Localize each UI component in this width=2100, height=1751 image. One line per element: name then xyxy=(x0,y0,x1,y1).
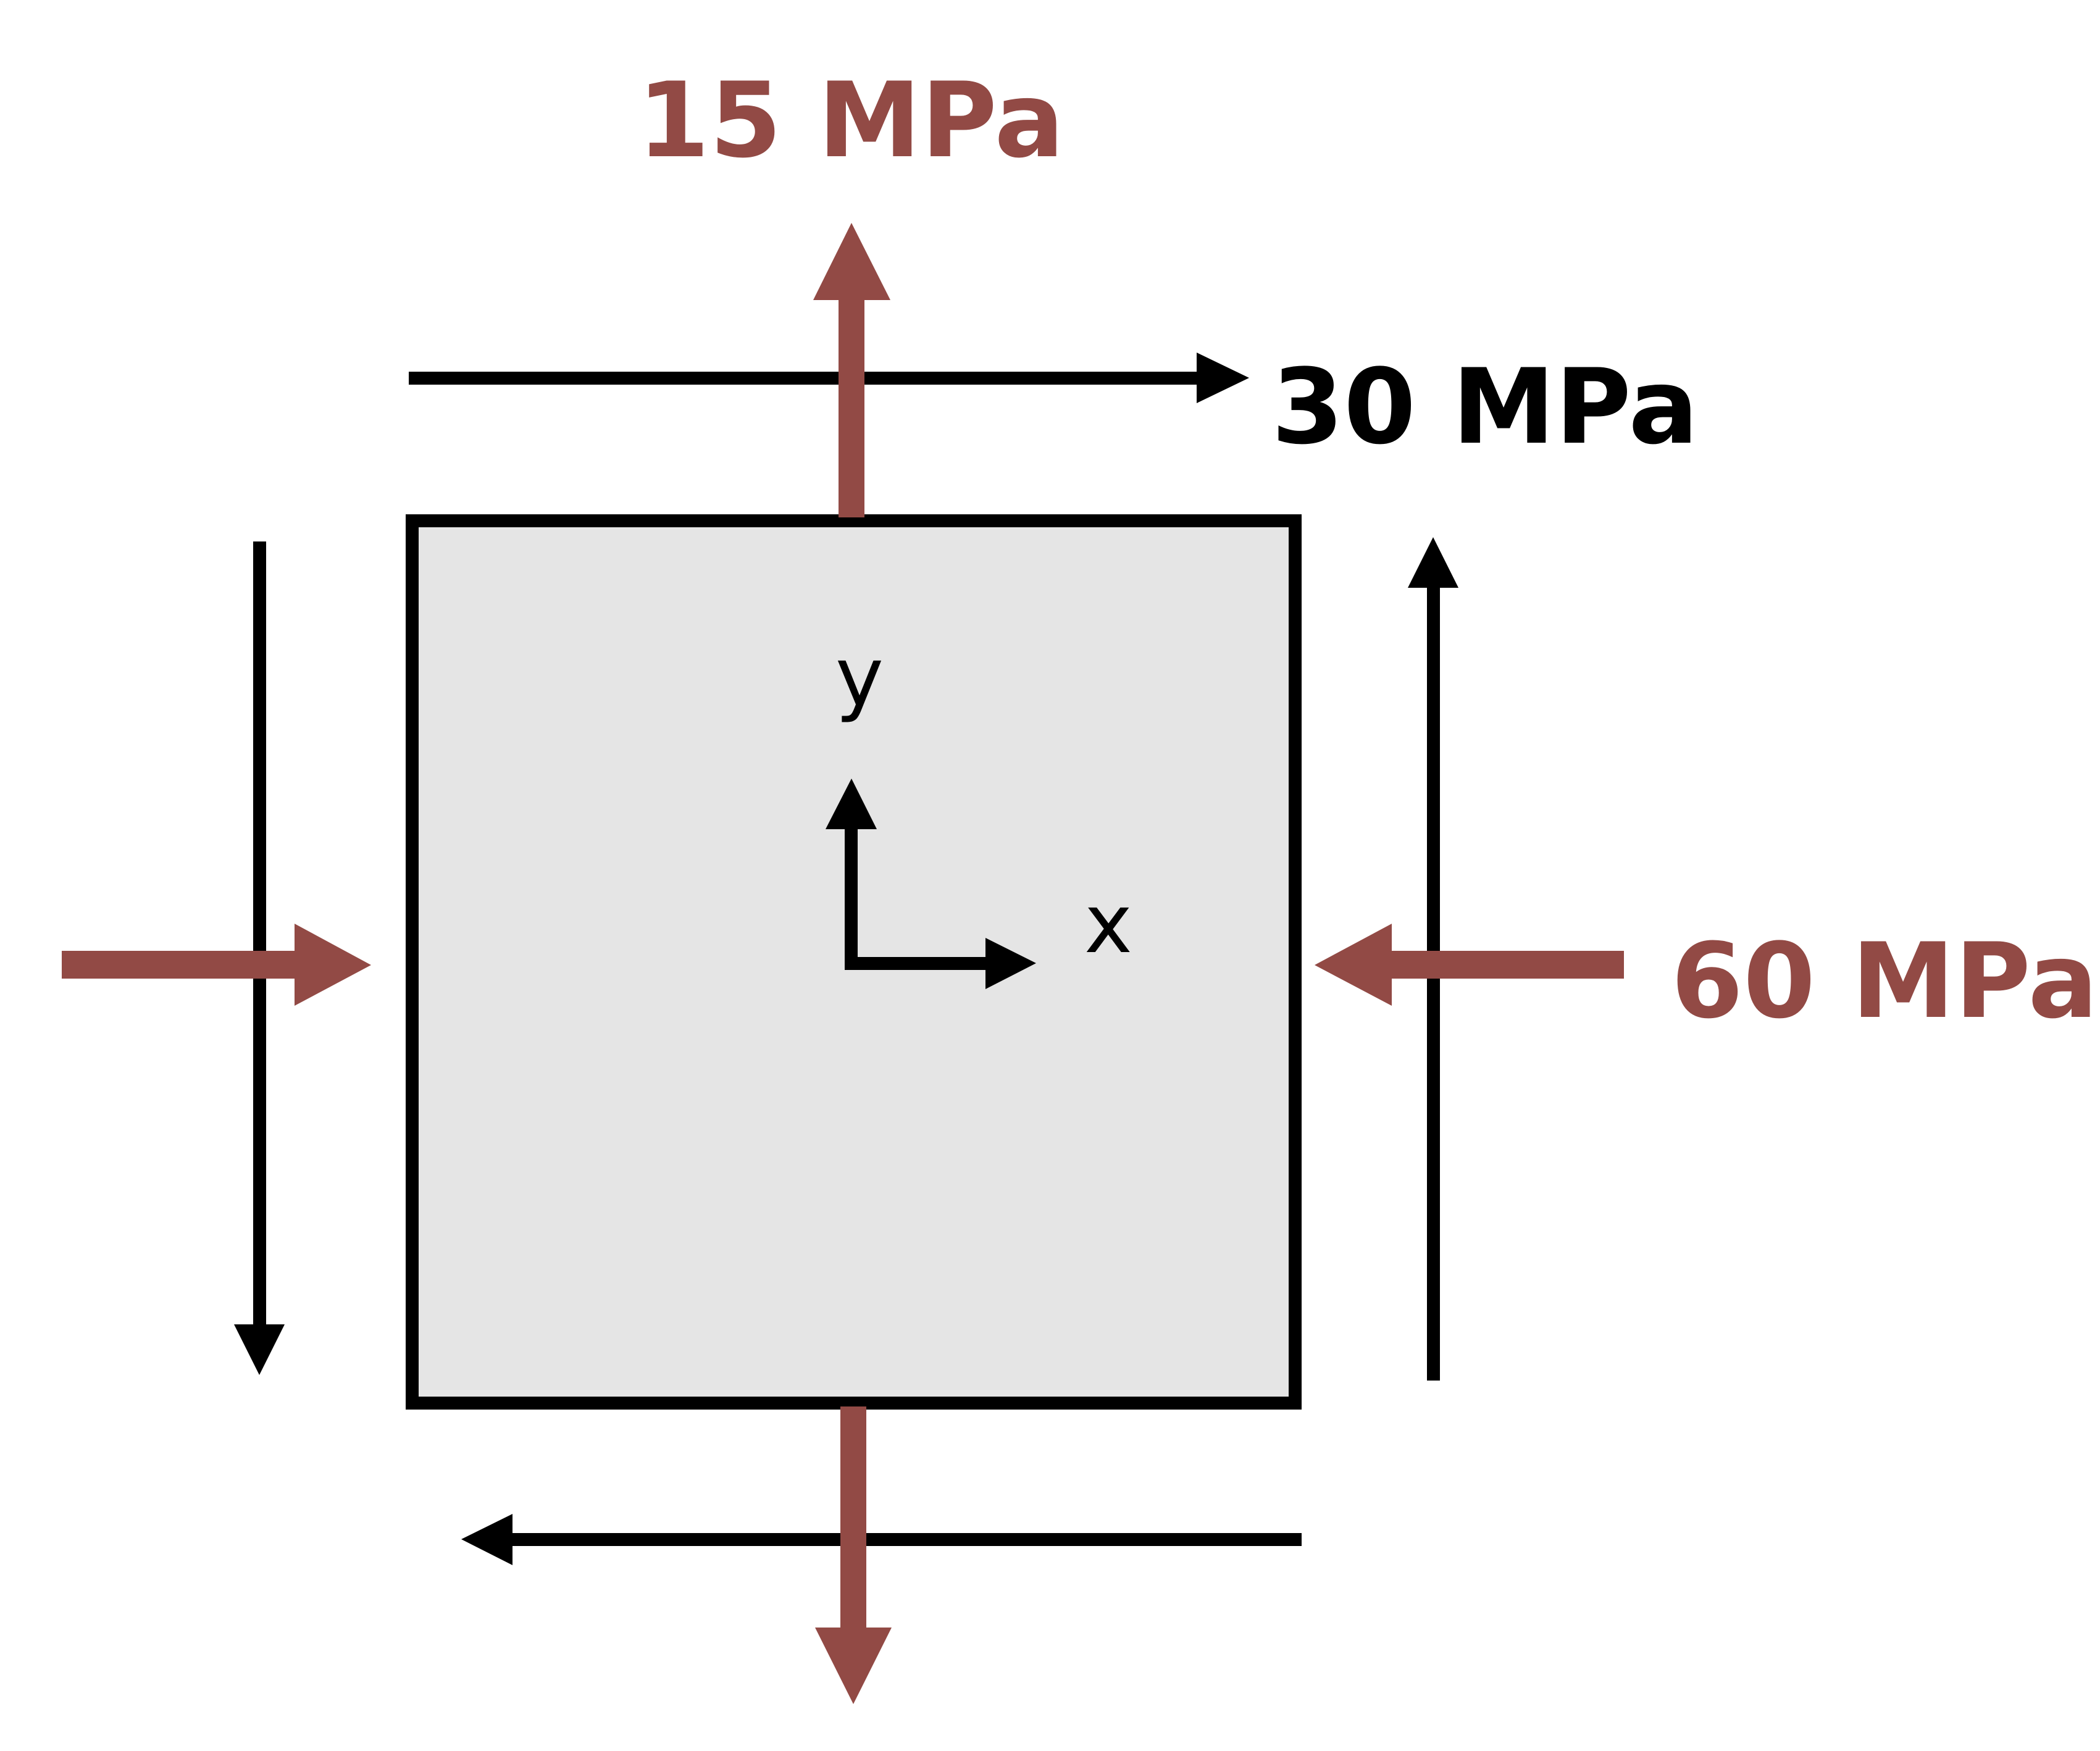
shear-arrow-right xyxy=(1408,537,1458,1381)
coordinate-axes: y x xyxy=(826,630,1132,989)
x-axis-shaft xyxy=(845,957,987,970)
normal-arrow-left xyxy=(62,924,371,1006)
normal-arrow-top xyxy=(813,223,890,517)
normal-arrow-top-shaft xyxy=(839,298,864,517)
normal-arrow-bottom-shaft xyxy=(840,1406,866,1629)
x-axis-arrowhead xyxy=(985,938,1036,989)
shear-arrow-left xyxy=(234,541,285,1375)
shear-arrow-bottom-shaft xyxy=(511,1533,1302,1546)
shear-arrow-top-head xyxy=(1197,353,1249,403)
normal-arrow-left-shaft xyxy=(62,951,296,979)
shear-arrow-left-shaft xyxy=(253,541,266,1326)
shear-arrow-right-head xyxy=(1408,537,1458,588)
normal-arrow-top-head xyxy=(813,223,890,300)
normal-arrow-left-head xyxy=(295,924,371,1006)
normal-arrow-bottom-head xyxy=(815,1628,892,1704)
shear-arrow-top xyxy=(409,353,1249,403)
shear-arrow-top-shaft xyxy=(409,372,1199,385)
normal-arrow-right-shaft xyxy=(1391,951,1624,979)
normal-arrow-right xyxy=(1315,924,1624,1006)
shear-arrow-left-head xyxy=(234,1324,285,1375)
y-axis-shaft xyxy=(845,828,858,970)
label-normal-x: 60 MPa xyxy=(1671,921,2098,1042)
x-axis-label: x xyxy=(1084,877,1132,972)
y-axis-arrowhead xyxy=(826,779,877,829)
normal-arrow-right-head xyxy=(1315,924,1392,1006)
shear-arrow-bottom-head xyxy=(461,1514,512,1565)
label-shear: 30 MPa xyxy=(1271,346,1698,467)
label-normal-y: 15 MPa xyxy=(637,60,1064,181)
shear-arrow-right-shaft xyxy=(1427,587,1440,1381)
y-axis-label: y xyxy=(835,630,884,725)
shear-arrow-bottom xyxy=(461,1514,1302,1565)
normal-arrow-bottom xyxy=(815,1406,892,1704)
